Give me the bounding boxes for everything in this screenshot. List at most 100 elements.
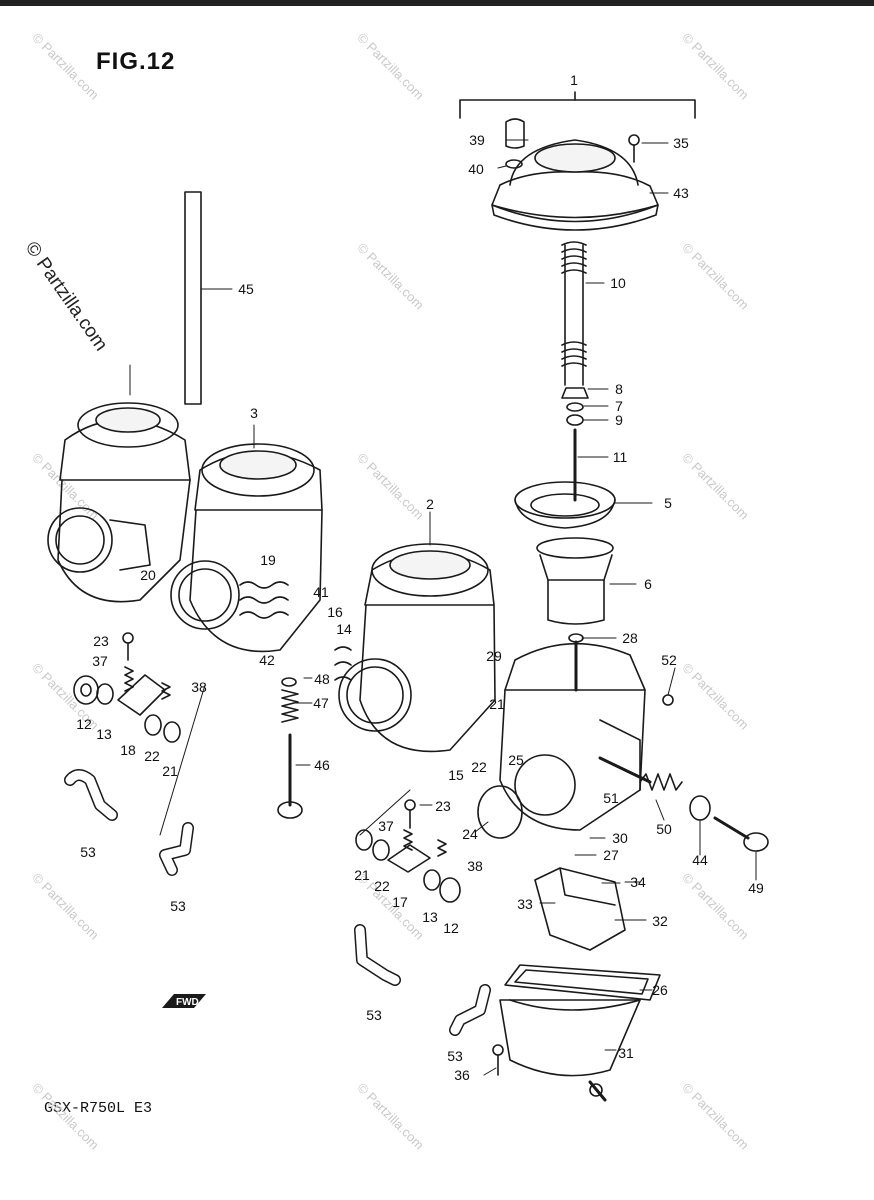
callout-label: 7 [615, 398, 623, 414]
callout-label: 52 [661, 652, 677, 668]
callout-label: 23 [435, 798, 451, 814]
callout-label: 44 [692, 852, 708, 868]
figure-title: FIG.12 [96, 48, 176, 75]
callout-label: 26 [652, 982, 668, 998]
rod-part [184, 191, 202, 405]
pilot-screw-part [713, 816, 769, 852]
callout-label: 53 [366, 1007, 382, 1023]
callout-label: 38 [467, 858, 483, 874]
float-part [534, 867, 626, 951]
callout-label: 31 [618, 1045, 634, 1061]
carburetor-body-part [334, 543, 496, 753]
gasket-part [504, 964, 661, 1001]
callout-label: 38 [191, 679, 207, 695]
assembly-bracket [459, 99, 696, 119]
spring-part [281, 689, 299, 723]
cover-plate-part [477, 785, 523, 839]
callout-label: 41 [313, 584, 329, 600]
callout-label: 1 [570, 72, 578, 88]
callout-label: 43 [673, 185, 689, 201]
washer-part [423, 869, 441, 891]
callout-label: 49 [748, 880, 764, 896]
screw-part [492, 1044, 504, 1076]
leader-lines [129, 139, 757, 1076]
callout-label: 17 [392, 894, 408, 910]
callout-label: 23 [93, 633, 109, 649]
spring-part [561, 241, 587, 386]
top-border [0, 0, 874, 6]
callout-label: 2 [426, 496, 434, 512]
callout-label: 5 [664, 495, 672, 511]
callout-label: 9 [615, 412, 623, 428]
callout-label: 24 [462, 826, 478, 842]
callout-label: 16 [327, 604, 343, 620]
callout-label: 39 [469, 132, 485, 148]
callout-label: 42 [259, 652, 275, 668]
callout-label: 40 [468, 161, 484, 177]
rod-part [598, 756, 652, 784]
callout-label: 45 [238, 281, 254, 297]
cap-part [505, 118, 525, 149]
callout-label: 14 [336, 621, 352, 637]
washer-part [281, 677, 297, 687]
callout-label: 12 [76, 716, 92, 732]
washer-part [96, 683, 114, 705]
fwd-label: FWD [176, 997, 199, 1008]
callout-label: 53 [80, 844, 96, 860]
callout-label: 20 [140, 567, 156, 583]
callout-label: 3 [250, 405, 258, 421]
callout-label: 53 [170, 898, 186, 914]
callout-label: 28 [622, 630, 638, 646]
callout-label: 8 [615, 381, 623, 397]
piston-part [536, 537, 614, 625]
drain-screw-part [588, 1080, 607, 1102]
hose-part [355, 925, 400, 985]
screw-part [404, 799, 416, 829]
hose-part [160, 823, 193, 875]
nut-part [73, 675, 99, 705]
callout-label: 50 [656, 821, 672, 837]
callout-label: 21 [489, 696, 505, 712]
callout-label: 18 [120, 742, 136, 758]
callout-label: 21 [162, 763, 178, 779]
fwd-arrow-icon: FWD [162, 994, 206, 1008]
throttle-stop-screw-part [277, 733, 303, 819]
spring-part [161, 682, 171, 700]
spring-part [124, 666, 134, 692]
spring-seat-part [561, 387, 589, 399]
callout-label: 47 [313, 695, 329, 711]
top-cover-part [491, 139, 659, 231]
callout-label: 22 [374, 878, 390, 894]
callout-label: 15 [448, 767, 464, 783]
carburetor-body-part [170, 443, 323, 653]
callout-label: 13 [96, 726, 112, 742]
callout-label: 35 [673, 135, 689, 151]
screw-part [662, 694, 674, 706]
callout-label: 27 [603, 847, 619, 863]
carburetor-body-part [499, 642, 646, 831]
callout-label: 21 [354, 867, 370, 883]
screw-part [568, 633, 584, 692]
float-bowl-part [499, 999, 641, 1077]
diaphragm-part [514, 481, 616, 529]
callout-label: 29 [486, 648, 502, 664]
washer-part [144, 714, 162, 736]
callout-label: 33 [517, 896, 533, 912]
clip-part [566, 402, 584, 412]
spring-part [639, 773, 683, 791]
washer-part [505, 159, 523, 169]
hose-part [450, 985, 490, 1035]
callout-label: 12 [443, 920, 459, 936]
washer-part [689, 795, 711, 821]
callout-label: 10 [610, 275, 626, 291]
callout-label: 13 [422, 909, 438, 925]
washer-part [163, 721, 181, 743]
spring-part [437, 839, 447, 857]
hose-part [65, 770, 117, 820]
screw-part [628, 134, 640, 163]
callout-label: 37 [378, 818, 394, 834]
washer-part [355, 829, 373, 851]
callout-label: 51 [603, 790, 619, 806]
